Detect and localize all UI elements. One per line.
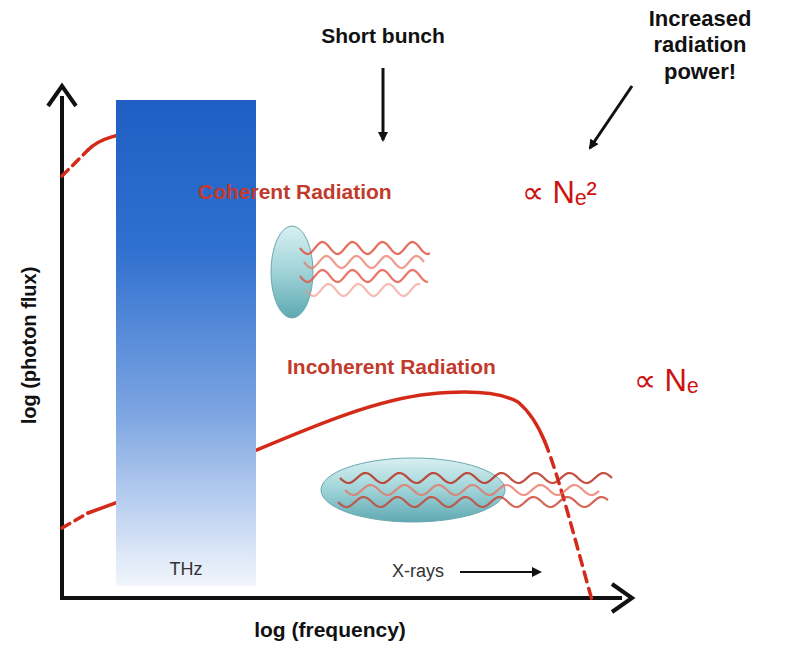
wave bbox=[340, 473, 612, 483]
annotation: Short bunch bbox=[321, 24, 445, 48]
frequency-band: THz bbox=[116, 100, 256, 586]
wave bbox=[300, 242, 430, 254]
wave bbox=[304, 256, 424, 268]
scaling-law: ∝ Nₑ bbox=[634, 362, 699, 399]
region-label: X-rays bbox=[392, 561, 444, 582]
axes bbox=[48, 86, 632, 612]
scaling-law: ∝ Nₑ² bbox=[522, 174, 597, 211]
wave bbox=[300, 270, 428, 282]
curve-label: Incoherent Radiation bbox=[287, 355, 496, 379]
wave bbox=[306, 284, 420, 296]
short-bunch bbox=[271, 226, 313, 318]
wave bbox=[338, 497, 608, 507]
axis-title: log (frequency) bbox=[254, 618, 406, 642]
curve-label: Coherent Radiation bbox=[198, 180, 392, 204]
leader-arrows bbox=[383, 68, 632, 572]
band-label: THz bbox=[170, 559, 203, 580]
axis-title: log (photon flux) bbox=[19, 266, 42, 424]
annotation: Increased radiation power! bbox=[633, 6, 768, 85]
wave bbox=[345, 485, 599, 495]
